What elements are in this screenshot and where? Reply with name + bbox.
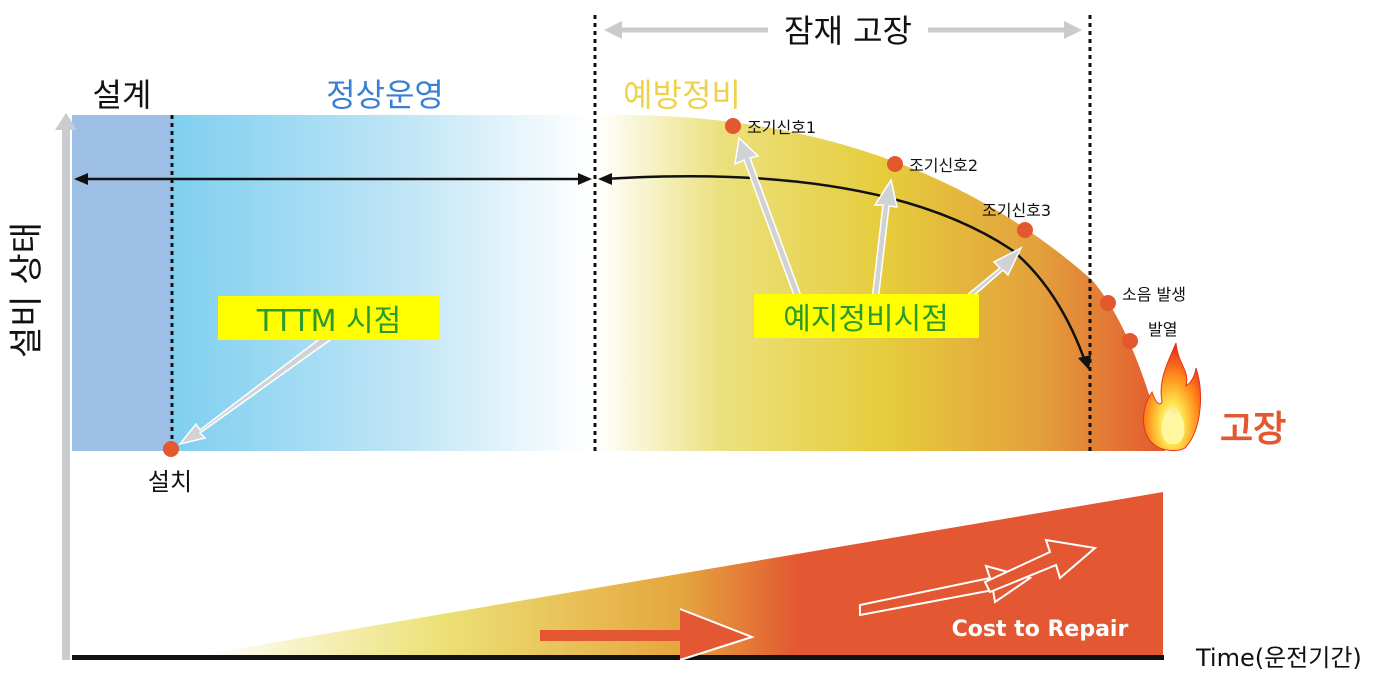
heat-point: [1122, 333, 1138, 349]
preventive-maintenance-label: 예방정비: [623, 76, 741, 114]
installation-point: [163, 441, 179, 457]
cost-growth-arrows: [540, 538, 1098, 661]
installation-label: 설치: [148, 468, 192, 496]
predictive-to-signal-arrows: [178, 136, 1023, 446]
arrow-to-signal-2: [871, 178, 898, 302]
normal-life-span-arrow: [74, 173, 592, 185]
cost-arrow-1-outline: [679, 608, 755, 661]
signal-1-label: 조기신호1: [747, 118, 816, 137]
y-axis-arrowhead: [55, 113, 77, 130]
design-label: 설계: [93, 76, 152, 114]
cost-arrow-3: [983, 538, 1098, 594]
degradation-curve-arrow: [598, 173, 1091, 370]
noise-label: 소음 발생: [1122, 285, 1186, 304]
x-axis-label: Time(운전기간): [1195, 644, 1362, 672]
noise-point: [1100, 295, 1116, 311]
design-region: [72, 115, 172, 451]
y-axis-bar: [62, 128, 70, 660]
cost-arrow-2: [859, 564, 1033, 617]
latent-failure-span-arrow: [604, 21, 1082, 39]
signal-2-label: 조기신호2: [909, 156, 978, 175]
signal-1-point: [725, 118, 741, 134]
cost-to-repair-label: Cost to Repair: [952, 617, 1129, 642]
signal-3-label: 조기신호3: [982, 201, 1051, 220]
tttm-point-label: TTTM 시점: [256, 304, 402, 339]
signal-2-point: [887, 156, 903, 172]
heat-label: 발열: [1148, 320, 1177, 339]
fire-icon: [1142, 342, 1201, 452]
latent-failure-label: 잠재 고장: [784, 12, 912, 50]
failure-label: 고장: [1220, 409, 1286, 450]
y-axis-label: 설비 상태: [7, 222, 47, 358]
signal-3-point: [1017, 222, 1033, 238]
predictive-highlight-box: [754, 294, 979, 338]
cost-arrow-1: [540, 609, 752, 660]
normal-operation-label: 정상운영: [326, 76, 444, 114]
tttm-highlight-box: [218, 296, 440, 340]
predictive-point-label: 예지정비시점: [783, 302, 949, 337]
arrow-to-install: [178, 332, 332, 446]
arrow-to-signal-1: [734, 136, 802, 299]
normal-operation-region: [172, 115, 590, 451]
x-axis-line: [72, 655, 1164, 660]
preventive-maintenance-region: [598, 114, 1165, 451]
cost-to-repair-area: [200, 492, 1163, 655]
